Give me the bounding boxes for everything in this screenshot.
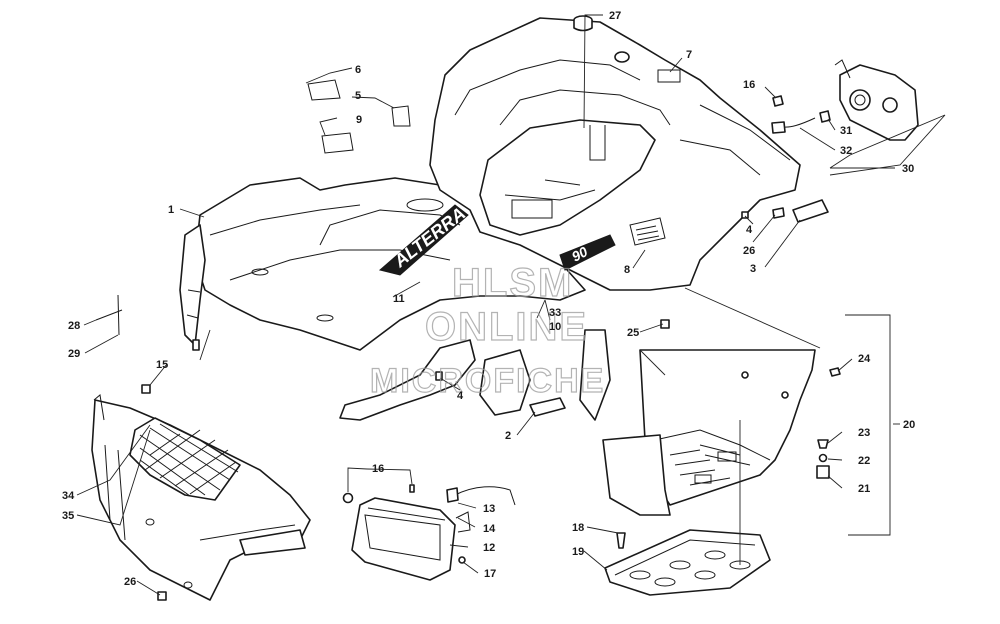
decal-set <box>307 79 411 154</box>
front-fender-lower-panel <box>339 329 611 421</box>
callout-31: 31 <box>840 125 852 137</box>
callout-3: 3 <box>750 263 756 275</box>
watermark-line3: MICROFICHE <box>370 362 605 400</box>
callout-33: 33 <box>549 307 561 319</box>
callout-28: 28 <box>68 320 80 332</box>
footwell-panel <box>602 349 816 516</box>
callout-17: 17 <box>484 568 496 580</box>
watermark-line2: ONLINE <box>425 305 588 349</box>
footwell-fasteners <box>816 367 841 479</box>
callout-15: 15 <box>156 359 168 371</box>
callout-25: 25 <box>627 327 639 339</box>
footwell-treads <box>669 444 751 486</box>
watermark-line1: HLSM <box>452 261 573 305</box>
callout-2: 2 <box>505 430 511 442</box>
callout-19: 19 <box>572 546 584 558</box>
callout-4-rear: 4 <box>746 224 753 236</box>
callout-8: 8 <box>624 264 630 276</box>
callout-12: 12 <box>483 542 495 554</box>
callout-32: 32 <box>840 145 852 157</box>
callout-35: 35 <box>62 510 74 522</box>
callout-22: 22 <box>858 455 870 467</box>
callout-9: 9 <box>356 114 362 126</box>
reflectors <box>529 199 829 417</box>
callout-1: 1 <box>168 204 174 216</box>
callout-5: 5 <box>355 90 361 102</box>
callout-26-front: 26 <box>124 576 136 588</box>
callout-16-front: 16 <box>372 463 384 475</box>
callout-26-rear: 26 <box>743 245 755 257</box>
tail-light-assembly <box>771 59 919 141</box>
callout-30: 30 <box>902 163 914 175</box>
headlight-assembly <box>342 484 516 581</box>
decal-model-text: 90 <box>569 243 590 265</box>
front-bumper-grille <box>91 394 311 601</box>
front-fender: ALTERRA <box>179 177 586 351</box>
callout-10: 10 <box>549 321 561 333</box>
callout-7: 7 <box>686 49 692 61</box>
callout-16-rear: 16 <box>743 79 755 91</box>
rear-fender: 90 <box>429 17 801 291</box>
callout-27: 27 <box>609 10 621 22</box>
callout-11: 11 <box>393 293 405 305</box>
callout-23: 23 <box>858 427 870 439</box>
callout-labels: 1 2 3 4 4 5 6 7 8 9 10 11 12 13 14 15 16… <box>62 10 915 588</box>
callout-34: 34 <box>62 490 75 502</box>
callout-13: 13 <box>483 503 495 515</box>
footrest-plate <box>604 529 771 596</box>
callout-24: 24 <box>858 353 871 365</box>
callout-20: 20 <box>903 419 915 431</box>
callout-18: 18 <box>572 522 584 534</box>
callout-4-front: 4 <box>457 390 464 402</box>
watermark: HLSM ONLINE MICROFICHE <box>369 260 605 400</box>
fuel-cap <box>573 15 593 32</box>
callout-21: 21 <box>858 483 870 495</box>
callout-14: 14 <box>483 523 496 535</box>
callout-29: 29 <box>68 348 80 360</box>
callout-6: 6 <box>355 64 361 76</box>
leader-lines <box>76 14 946 596</box>
grille-mesh <box>139 423 239 497</box>
